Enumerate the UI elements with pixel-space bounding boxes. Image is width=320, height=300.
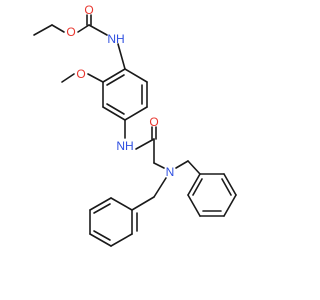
bond-ring3-f bbox=[110, 197, 133, 211]
bond-carbamate-c-nh bbox=[88, 24, 108, 36]
bond-o-carbamate-c bbox=[77, 24, 90, 33]
atom-nh-carbamate: NH bbox=[107, 32, 124, 46]
bond-ring1-d bbox=[102, 106, 126, 121]
bond-ethyl-ch3-ch2 bbox=[33, 24, 53, 36]
atom-nitrogen-dibenzyl: N bbox=[166, 165, 175, 179]
bond-ring1-a bbox=[124, 68, 148, 83]
bond-ring1-d-inner bbox=[106, 103, 125, 115]
bond-n-ch2-left bbox=[153, 177, 167, 198]
bonds bbox=[33, 14, 237, 247]
bond-o-methyl bbox=[61, 73, 75, 83]
bond-nh-ring bbox=[117, 43, 126, 70]
bond-ring2-b bbox=[223, 173, 237, 196]
bond-ring1-f bbox=[102, 68, 126, 83]
bond-ch2-right-ring bbox=[187, 160, 201, 175]
atom-oxygen-ethoxy: O bbox=[66, 25, 75, 39]
atom-labels: O O NH O NH O N bbox=[66, 3, 174, 179]
chemical-structure-diagram: O O NH O NH O N bbox=[0, 0, 300, 300]
bond-ring3-c bbox=[89, 233, 112, 247]
bond-ring1-c bbox=[124, 106, 148, 121]
bond-ring2-f bbox=[187, 173, 201, 196]
bond-ring2-f-inner bbox=[192, 178, 203, 196]
bond-ch2-left-ring bbox=[131, 196, 155, 211]
bond-ring1-f-inner bbox=[106, 74, 125, 86]
bond-ring2-c bbox=[223, 194, 237, 217]
bond-ethyl-ch2-o bbox=[51, 24, 65, 33]
background bbox=[0, 0, 300, 300]
atom-nh-amide: NH bbox=[116, 139, 133, 153]
atom-oxygen-methoxy: O bbox=[76, 67, 85, 81]
bond-ring-o-methoxy bbox=[87, 73, 104, 83]
bond-ring2-e bbox=[187, 194, 201, 217]
bond-ring3-e bbox=[89, 197, 112, 211]
bond-nh-amide-c bbox=[135, 138, 155, 150]
bond-ring2-b-inner bbox=[221, 178, 232, 196]
bond-ring3-c-inner bbox=[93, 230, 111, 241]
bond-ring3-e-inner bbox=[93, 203, 111, 214]
bond-ring3-b bbox=[110, 233, 133, 247]
bond-ch2-n bbox=[153, 162, 165, 169]
atom-oxygen-amide: O bbox=[149, 115, 158, 129]
bond-n-ch2-right bbox=[175, 160, 189, 169]
atom-oxygen-carbamate-carbonyl: O bbox=[84, 3, 93, 17]
